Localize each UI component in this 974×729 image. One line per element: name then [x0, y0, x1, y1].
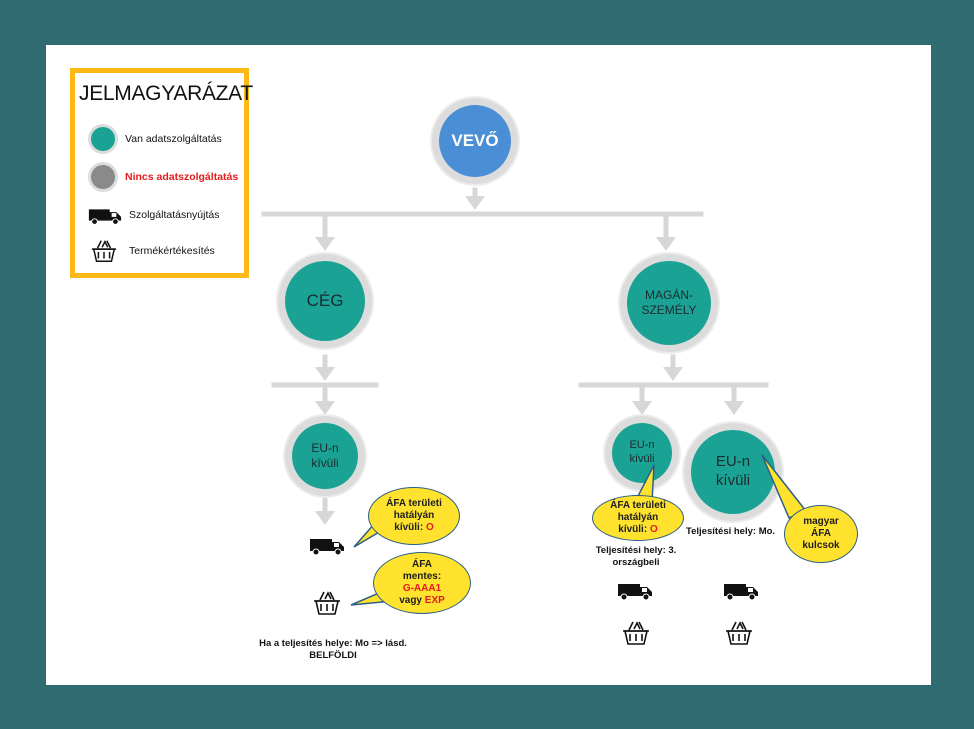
magan-service-code: O [649, 524, 658, 535]
ceg-service-line3: kívüli: [394, 522, 424, 533]
basket-icon [314, 591, 340, 615]
ceg-eu-label: EU-n kívüli [311, 441, 339, 470]
ceg-eu-node: EU-n kívüli [292, 423, 358, 489]
magan-eu1-node: EU-n kívüli [612, 423, 672, 483]
legend-item: Szolgáltatásnyújtás [87, 201, 247, 231]
magan-hu-bubble: magyar ÁFA kulcsok [784, 505, 858, 563]
van-icon [88, 209, 122, 225]
ceg-goods-bubble: ÁFA mentes: G-AAA1 vagy EXP [373, 552, 471, 614]
magan-service-line1: ÁFA területi [610, 500, 666, 511]
ceg-node: CÉG [285, 261, 365, 341]
magan-service-line3: kívüli: [618, 524, 648, 535]
gray-dot-icon [91, 165, 115, 189]
vevo-node: VEVŐ [439, 105, 511, 177]
legend-title: JELMAGYARÁZAT [79, 82, 253, 105]
connector-lines [261, 187, 769, 525]
legend-item: Van adatszolgáltatás [87, 125, 247, 155]
magan-eu2-label: EU-n kívüli [715, 453, 751, 489]
ceg-goods-code2: EXP [424, 595, 445, 606]
magan-eu2-node: EU-n kívüli [691, 430, 775, 514]
diagram-canvas: VEVŐ CÉG MAGÁN- SZEMÉLY EU-n kívüli EU-n… [46, 45, 931, 685]
legend-label: Nincs adatszolgáltatás [125, 171, 239, 183]
ceg-note-caption: Ha a teljesítés helye: Mo => lásd. BELFÖ… [259, 638, 407, 662]
legend-label: Van adatszolgáltatás [125, 133, 222, 145]
magan-service-bubble: ÁFA területi hatályán kívüli: O [592, 495, 684, 541]
magan-hu-line1: magyar [803, 516, 839, 527]
ceg-goods-line1: ÁFA [412, 559, 432, 570]
van-icon [618, 584, 652, 600]
legend-item: Nincs adatszolgáltatás [87, 163, 247, 193]
magan-hu-line2: ÁFA [811, 528, 831, 539]
magan-label: MAGÁN- SZEMÉLY [641, 288, 697, 317]
vevo-label: VEVŐ [451, 131, 499, 151]
legend-label: Szolgáltatásnyújtás [129, 209, 220, 221]
ceg-service-line1: ÁFA területi [386, 498, 442, 509]
ceg-goods-joiner: vagy [399, 595, 422, 606]
legend-item: Termékértékesítés [87, 237, 247, 267]
magan-mo-caption: Teljesítési hely: Mo. [686, 526, 776, 537]
magan-eu1-label: EU-n kívüli [629, 439, 655, 465]
basket-icon [726, 621, 752, 645]
van-icon [310, 539, 344, 555]
ceg-service-code: O [425, 522, 434, 533]
ceg-service-line2: hatályán [393, 510, 435, 521]
legend-box: JELMAGYARÁZAT Van adatszolgáltatás Nincs… [70, 68, 253, 278]
magan-node: MAGÁN- SZEMÉLY [627, 261, 711, 345]
basket-icon [91, 239, 117, 263]
magan-third-caption: Teljesítési hely: 3. országbeli [595, 545, 677, 569]
van-icon [724, 584, 758, 600]
legend-label: Termékértékesítés [129, 245, 215, 257]
ceg-goods-line2: mentes: [402, 571, 442, 582]
magan-hu-line3: kulcsok [802, 540, 840, 551]
teal-dot-icon [91, 127, 115, 151]
ceg-service-bubble: ÁFA területi hatályán kívüli: O [368, 487, 460, 545]
magan-service-line2: hatályán [617, 512, 659, 523]
ceg-goods-code1: G-AAA1 [402, 583, 442, 594]
basket-icon [623, 621, 649, 645]
ceg-label: CÉG [306, 291, 344, 311]
